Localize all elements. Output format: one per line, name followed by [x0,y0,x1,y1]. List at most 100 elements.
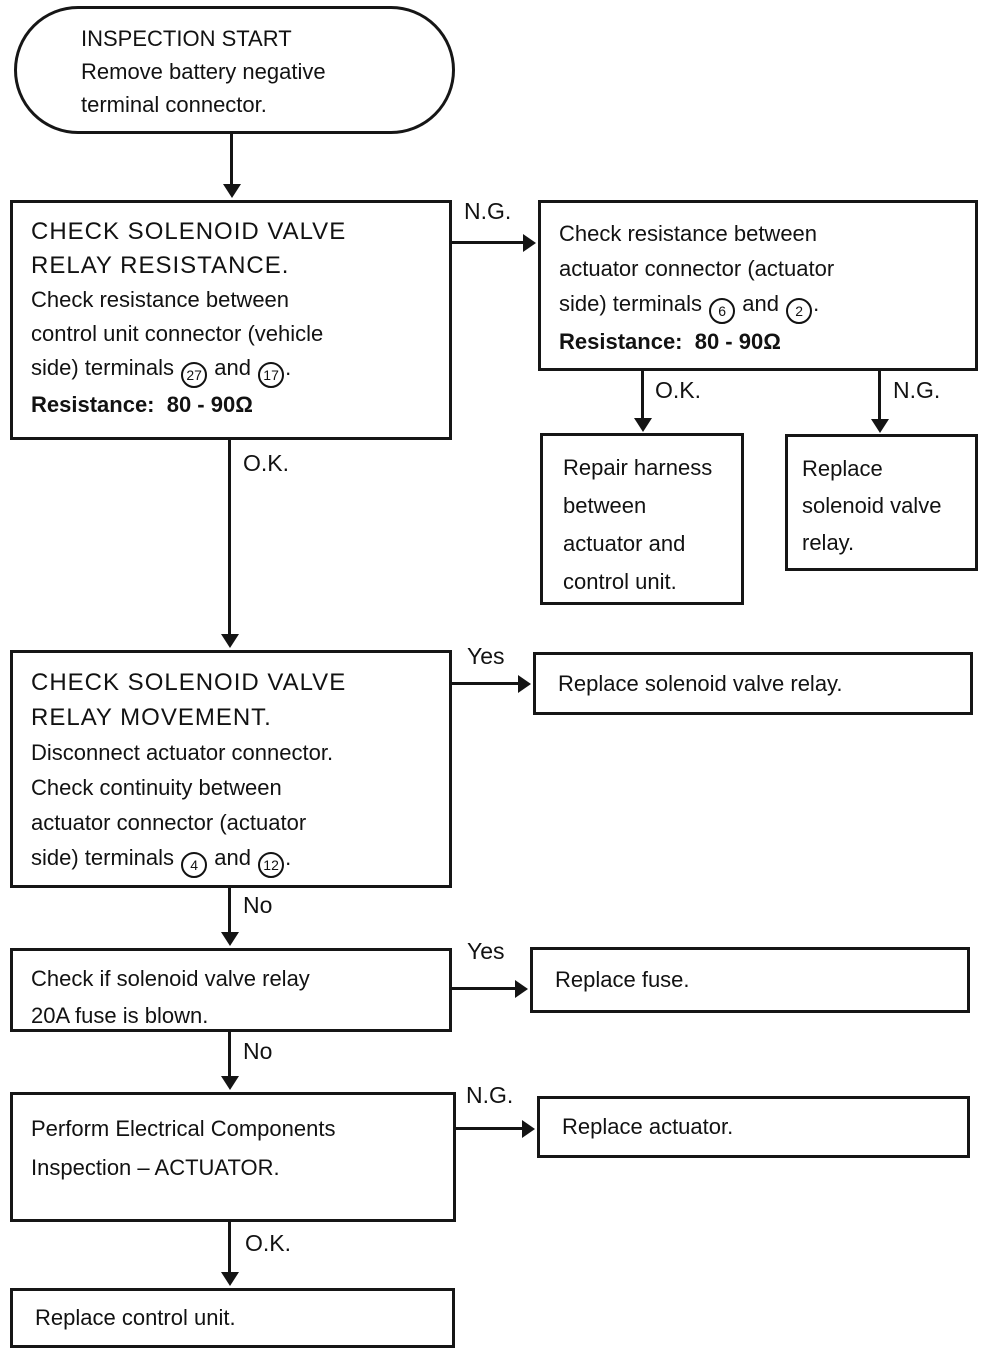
text-line: Replace actuator. [562,1110,967,1144]
text-line: side) terminals 4 and 12. [31,840,437,878]
text-segment: and [736,291,786,316]
edge-label-no-2: No [243,1038,273,1064]
text-segment: Check if solenoid valve relay [31,966,310,991]
text-line: Inspection – ACTUATOR. [31,1148,441,1187]
text-line: Check continuity between [31,770,437,805]
text-line: actuator connector (actuator [559,251,965,286]
node-text: Replace solenoid valve relay. [558,667,970,701]
text-segment: side) terminals [31,355,181,380]
text-line: CHECK SOLENOID VALVE [31,215,437,249]
arrow-ok-to-movement-check-icon [220,440,239,648]
check-actuator-resistance-box: Check resistance between actuator connect… [538,200,978,371]
text-segment: . [285,355,292,380]
arrow-ng-to-actuator-resistance-icon [452,233,536,252]
circled-terminal-number: 12 [258,852,285,878]
text-segment: Replace [802,456,883,481]
text-line: Replace solenoid valve relay. [558,667,970,701]
text-segment: INSPECTION START [81,26,292,51]
text-segment: RELAY RESISTANCE. [31,252,290,279]
arrow-ok-to-repair-harness-icon [633,371,652,432]
node-text: Check if solenoid valve relay 20A fuse is… [31,960,437,1034]
text-segment: Remove battery negative [81,59,326,84]
text-segment: Repair harness [563,455,713,480]
text-segment: Check resistance between [31,287,290,312]
text-segment: Replace fuse. [555,967,690,992]
text-line: INSPECTION START [81,22,434,55]
text-line: Check resistance between [31,283,437,317]
arrow-ok-to-replace-control-unit-icon [220,1222,239,1286]
text-line: Resistance: 80 - 90Ω [559,324,965,359]
text-segment: CHECK SOLENOID VALVE [31,218,347,245]
text-segment: between [563,493,647,518]
edge-label-ng-1: N.G. [464,198,512,224]
text-segment: Perform Electrical Components [31,1116,336,1141]
text-segment: Resistance: 80 - 90Ω [559,329,781,354]
circled-terminal-number: 2 [786,298,813,324]
text-segment: terminal connector. [81,92,267,117]
edge-label-ok-3: O.K. [245,1230,292,1256]
node-text: INSPECTION START Remove battery negative t… [81,22,434,121]
text-segment: solenoid valve [802,493,942,518]
node-text: Replace actuator. [562,1110,967,1144]
text-segment: . [285,845,292,870]
text-line: CHECK SOLENOID VALVE [31,665,437,700]
text-line: Remove battery negative [81,55,434,88]
text-line: actuator and [563,525,735,563]
text-segment: actuator connector (actuator [559,256,835,281]
text-line: Disconnect actuator connector. [31,735,437,770]
text-line: Perform Electrical Components [31,1109,441,1148]
text-line: terminal connector. [81,88,434,121]
text-segment: control unit connector (vehicle [31,321,324,346]
text-segment: actuator and [563,531,686,556]
edge-label-ng-2: N.G. [893,377,941,403]
text-segment: Resistance: 80 - 90Ω [31,392,253,417]
text-line: RELAY RESISTANCE. [31,249,437,283]
text-segment: and [208,845,258,870]
text-line: Check if solenoid valve relay [31,960,437,997]
text-segment: Replace actuator. [562,1114,734,1139]
text-line: side) terminals 27 and 17. [31,351,437,388]
text-segment: Replace control unit. [35,1305,236,1330]
text-segment: Inspection – ACTUATOR. [31,1155,280,1180]
circled-terminal-number: 4 [181,852,208,878]
text-line: side) terminals 6 and 2. [559,286,965,324]
text-segment: Replace solenoid valve relay. [558,670,843,696]
text-segment: CHECK SOLENOID VALVE [31,669,347,696]
text-line: Replace control unit. [35,1301,452,1335]
edge-label-ok-2: O.K. [243,450,290,476]
node-text: Check resistance between actuator connect… [559,216,965,359]
text-line: Check resistance between [559,216,965,251]
arrow-no-to-inspection-icon [220,1032,239,1090]
text-segment: Check resistance between [559,221,818,246]
edge-label-yes-1: Yes [467,643,505,669]
arrow-yes-to-replace-relay-icon [452,674,531,693]
replace-actuator-box: Replace actuator. [537,1096,970,1158]
text-segment: side) terminals [559,291,709,316]
replace-control-unit-box: Replace control unit. [10,1288,455,1348]
text-segment: and [208,355,258,380]
check-fuse-box: Check if solenoid valve relay 20A fuse is… [10,948,452,1032]
text-segment: . [813,291,820,316]
edge-label-ng-3: N.G. [466,1082,514,1108]
text-segment: 20A fuse is blown. [31,1003,209,1028]
text-segment: Check continuity between [31,775,282,800]
node-text: Replace fuse. [555,963,967,997]
text-line: control unit connector (vehicle [31,317,437,351]
circled-terminal-number: 27 [181,362,208,388]
text-segment: side) terminals [31,845,181,870]
text-line: solenoid valve [802,487,971,524]
text-line: RELAY MOVEMENT. [31,700,437,735]
edge-label-ok-1: O.K. [655,377,702,403]
edge-label-yes-2: Yes [467,938,505,964]
replace-solenoid-valve-relay-box-b: Replace solenoid valve relay. [533,652,973,715]
arrow-ng-to-replace-actuator-icon [456,1119,535,1138]
text-segment: RELAY MOVEMENT. [31,704,272,731]
text-segment: actuator connector (actuator [31,810,307,835]
node-text: CHECK SOLENOID VALVE RELAY MOVEMENT. Disco… [31,665,437,878]
text-line: Replace [802,450,971,487]
